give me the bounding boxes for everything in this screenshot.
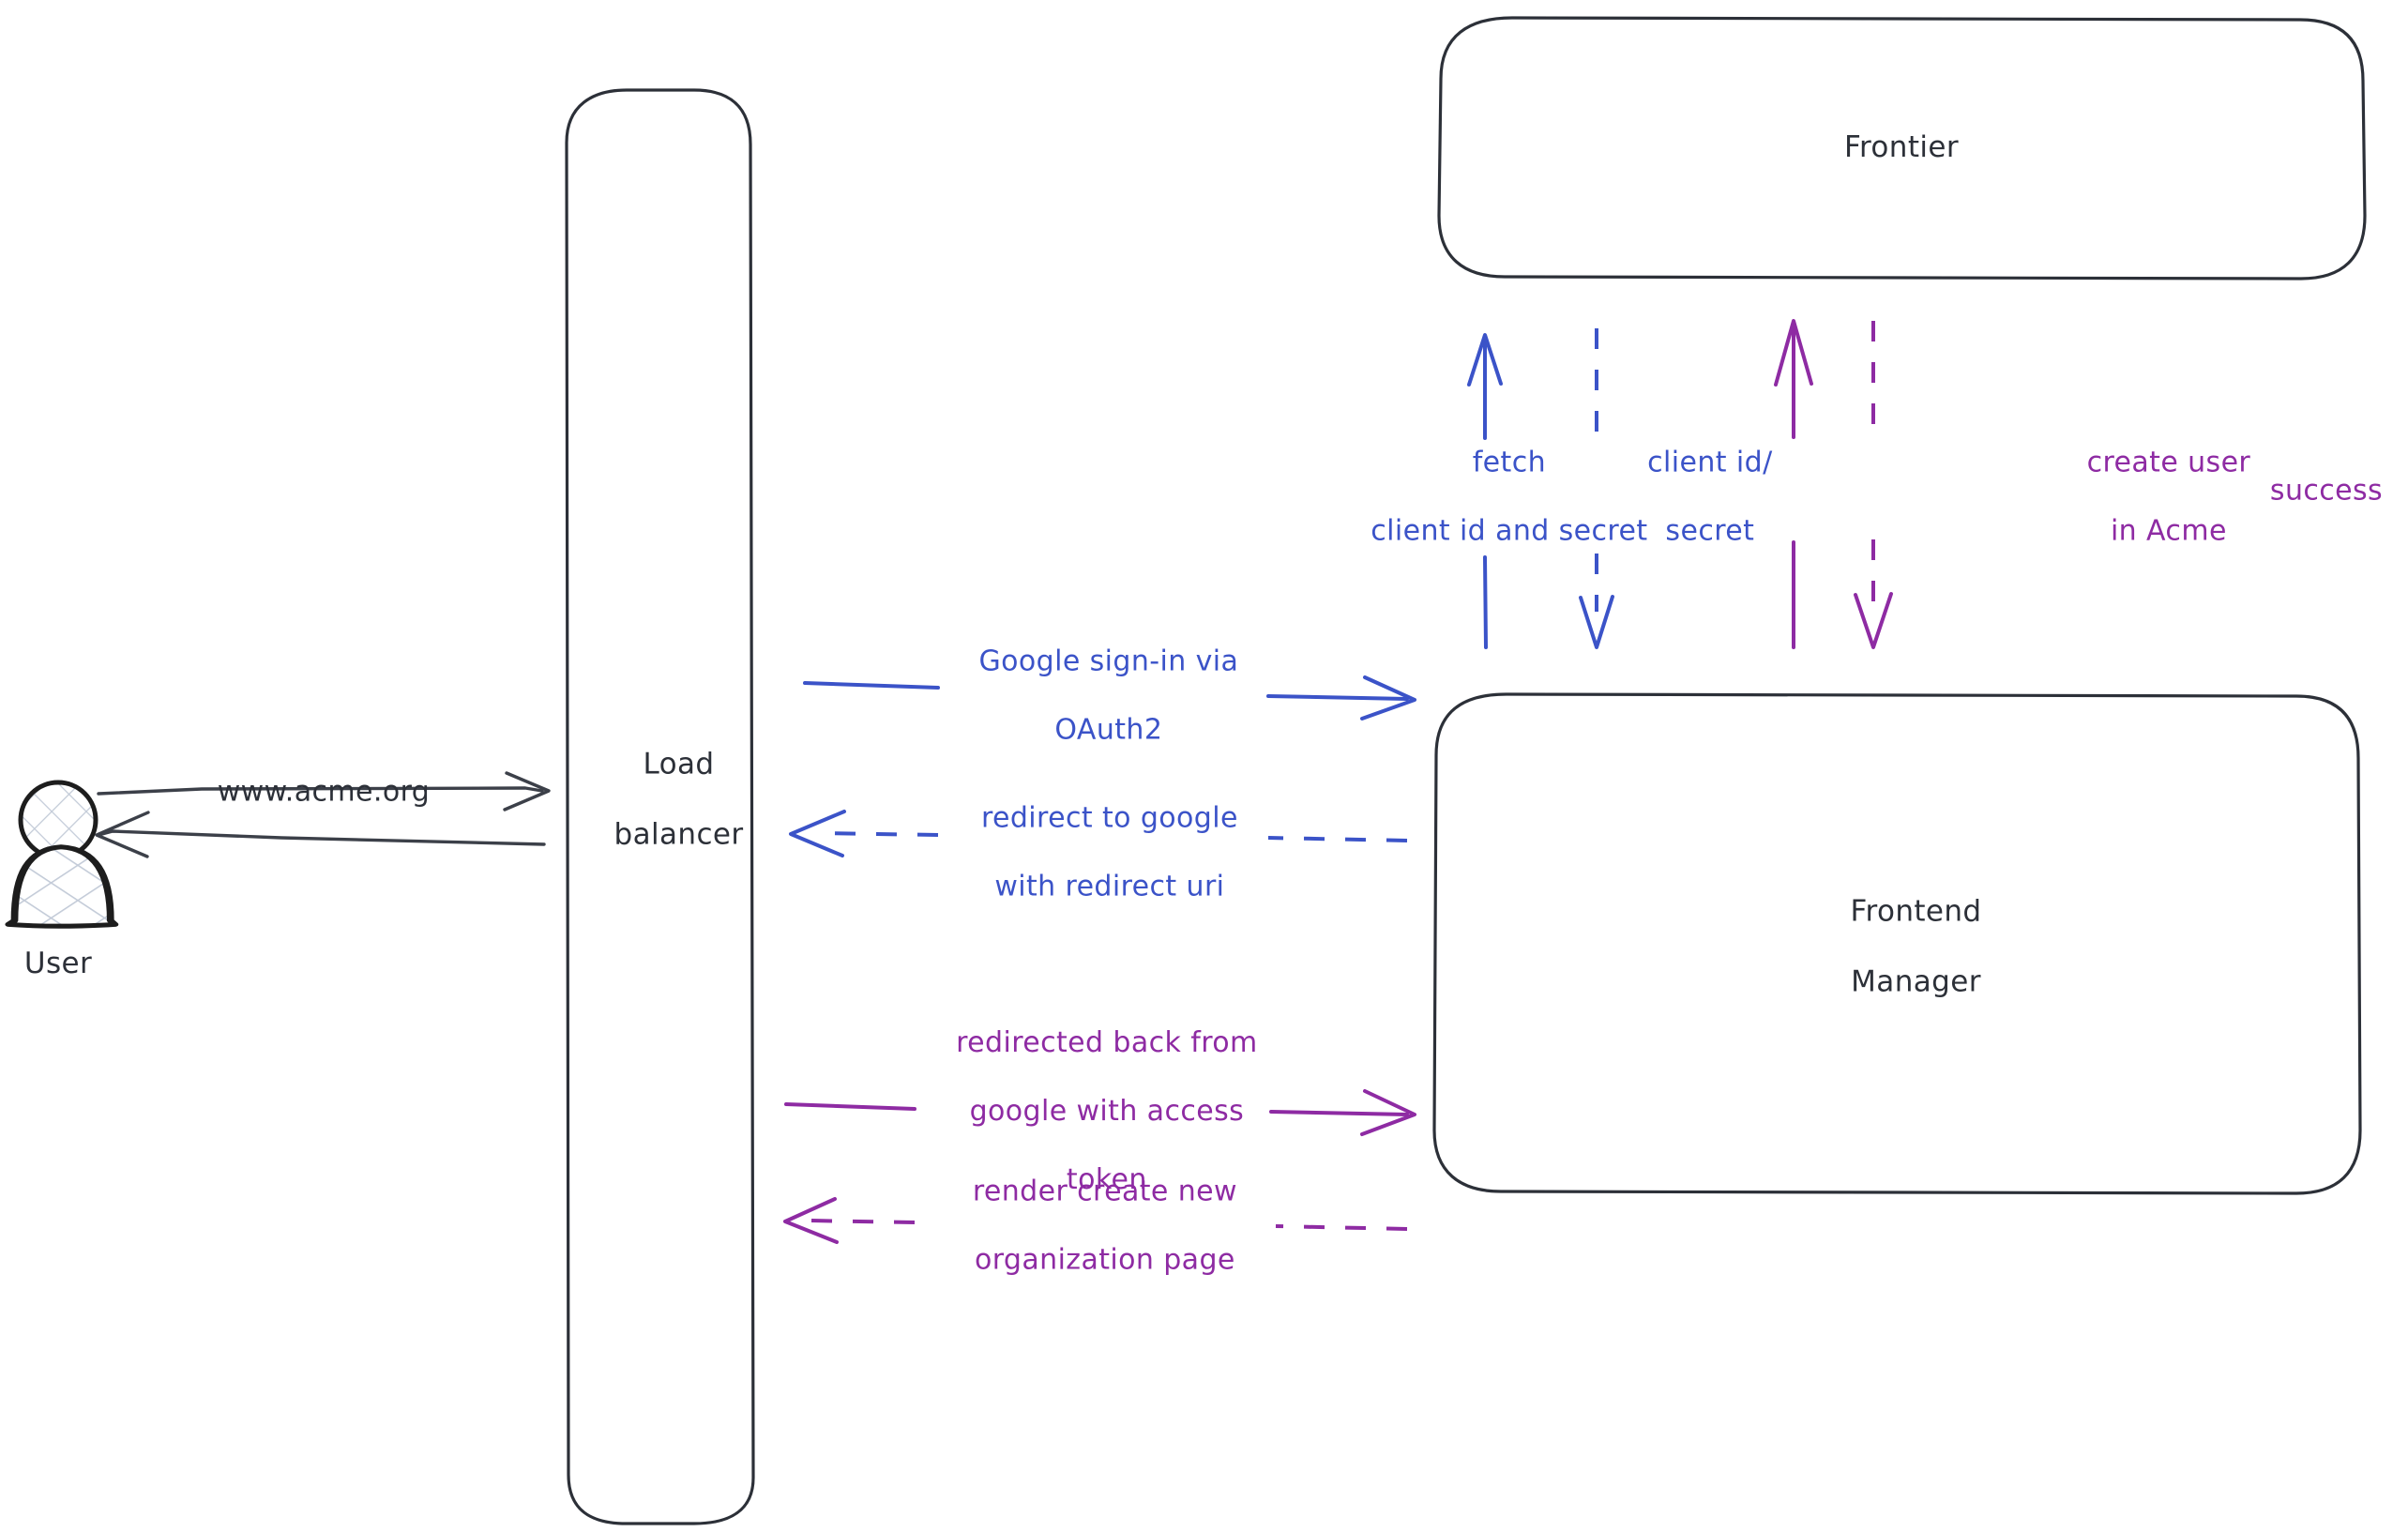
- edge-label-client-id-secret: client id/ secret: [1610, 412, 1772, 584]
- edge-render-create-org: [783, 1197, 1408, 1244]
- edge-label-google-signin: Google sign-in via OAuth2: [942, 611, 1238, 782]
- edge-fetch-client-id-secret: [1467, 333, 1503, 649]
- client-id-line1: client id/: [1647, 446, 1773, 479]
- redirect-google-line2: with redirect uri: [994, 870, 1225, 903]
- google-signin-line2: OAuth2: [1054, 713, 1163, 747]
- fetch-line2: client id and secret: [1371, 514, 1648, 548]
- fetch-line1: fetch: [1472, 446, 1547, 479]
- edge-label-redirect-to-google: redirect to google with redirect uri: [944, 767, 1238, 939]
- edge-client-id-secret: [1579, 328, 1614, 649]
- edge-label-fetch-client-id-secret: fetch client id and secret: [1333, 412, 1647, 584]
- edge-redirect-to-google: [789, 810, 1408, 857]
- user-actor-icon: [5, 780, 119, 929]
- edge-success: [1854, 321, 1893, 649]
- node-frontend-manager[interactable]: [1432, 692, 2362, 1195]
- redirected-back-line2: google with access: [969, 1094, 1245, 1128]
- load-balancer-label: Load balancer: [575, 711, 744, 888]
- edge-user-to-lb: [97, 771, 551, 812]
- redirect-google-line1: redirect to google: [980, 801, 1238, 835]
- edge-redirected-back-token: [784, 1089, 1416, 1136]
- edge-label-redirected-back-token: redirected back from google with access …: [918, 992, 1257, 1232]
- edge-label-www-acme-org: www.acme.org: [217, 775, 431, 809]
- google-signin-line1: Google sign-in via: [978, 645, 1239, 678]
- load-balancer-label-line1: Load: [643, 747, 715, 781]
- node-frontier[interactable]: [1437, 16, 2367, 281]
- frontend-manager-label: Frontend Manager: [1811, 858, 1982, 1036]
- edge-create-user-in-acme: [1774, 319, 1813, 649]
- create-user-line1: create user: [2086, 446, 2251, 479]
- edge-label-render-create-org: render create new organization page: [935, 1141, 1237, 1312]
- create-user-line2: in Acme: [2110, 514, 2227, 548]
- edge-label-create-user-in-acme: create user in Acme: [2050, 412, 2250, 584]
- render-create-line2: organization page: [974, 1243, 1235, 1277]
- load-balancer-label-line2: balancer: [613, 817, 744, 852]
- render-create-line1: render create new: [972, 1175, 1237, 1208]
- redirected-back-line1: redirected back from: [956, 1025, 1258, 1059]
- client-id-line2: secret: [1665, 514, 1755, 548]
- edge-label-success: success: [2269, 474, 2384, 508]
- edge-google-signin: [803, 675, 1416, 720]
- edge-lb-to-user: [95, 811, 546, 858]
- node-load-balancer[interactable]: [565, 88, 755, 1525]
- redirected-back-line3: token: [1066, 1162, 1147, 1196]
- user-label: User: [23, 947, 93, 981]
- frontend-manager-label-line2: Manager: [1851, 964, 1981, 999]
- frontend-manager-label-line1: Frontend: [1850, 894, 1982, 929]
- frontier-label: Frontier: [1843, 130, 1960, 165]
